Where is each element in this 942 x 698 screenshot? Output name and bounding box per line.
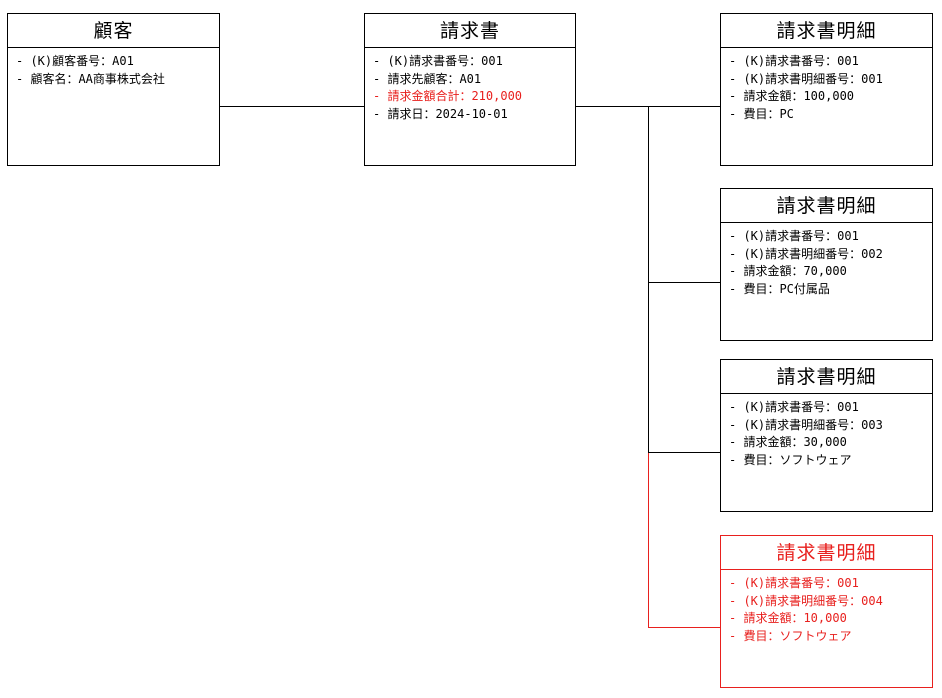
attr-detail-expense-item: - 費目：ソフトウェア — [729, 628, 852, 643]
attr-detail-expense-item: - 費目：ソフトウェア — [729, 452, 852, 467]
entity-invoice-detail-attributes: - (K)請求書番号：001 - (K)請求書明細番号：004 - 請求金額：1… — [721, 570, 932, 645]
entity-invoice-title: 請求書 — [365, 14, 575, 48]
attr-detail-amount: - 請求金額：30,000 — [729, 435, 847, 449]
attr-detail-invoice-number: - (K)請求書番号：001 — [729, 576, 859, 590]
attr-detail-expense-item: - 費目：PC — [729, 106, 794, 121]
attr-detail-invoice-number: - (K)請求書番号：001 — [729, 229, 859, 243]
attr-customer-id: - (K)顧客番号：A01 — [16, 54, 134, 68]
attr-detail-amount: - 請求金額：70,000 — [729, 264, 847, 278]
attr-invoice-number: - (K)請求書番号：001 — [373, 54, 503, 68]
attr-detail-line-number: - (K)請求書明細番号：002 — [729, 246, 883, 261]
attr-invoice-date: - 請求日：2024-10-01 — [373, 106, 508, 121]
entity-invoice-detail-1[interactable]: 請求書明細 - (K)請求書番号：001 - (K)請求書明細番号：001 - … — [720, 13, 933, 166]
entity-invoice-detail-title: 請求書明細 — [721, 189, 932, 223]
entity-invoice-detail-attributes: - (K)請求書番号：001 - (K)請求書明細番号：001 - 請求金額：1… — [721, 48, 932, 123]
entity-invoice-detail-title: 請求書明細 — [721, 536, 932, 570]
attr-detail-invoice-number: - (K)請求書番号：001 — [729, 54, 859, 68]
attr-detail-line-number: - (K)請求書明細番号：001 — [729, 71, 883, 86]
attr-detail-amount: - 請求金額：100,000 — [729, 89, 855, 103]
entity-invoice-detail-3[interactable]: 請求書明細 - (K)請求書番号：001 - (K)請求書明細番号：003 - … — [720, 359, 933, 512]
entity-invoice-detail-attributes: - (K)請求書番号：001 - (K)請求書明細番号：002 - 請求金額：7… — [721, 223, 932, 298]
attr-detail-line-number: - (K)請求書明細番号：004 — [729, 593, 883, 608]
entity-invoice-detail-attributes: - (K)請求書番号：001 - (K)請求書明細番号：003 - 請求金額：3… — [721, 394, 932, 469]
attr-detail-invoice-number: - (K)請求書番号：001 — [729, 400, 859, 414]
entity-invoice-detail-title: 請求書明細 — [721, 360, 932, 394]
entity-invoice-attributes: - (K)請求書番号：001 - 請求先顧客：A01 - 請求金額合計：210,… — [365, 48, 575, 123]
attr-invoice-total: - 請求金額合計：210,000 — [373, 89, 523, 103]
entity-customer-title: 顧客 — [8, 14, 219, 48]
attr-invoice-customer: - 請求先顧客：A01 — [373, 71, 482, 86]
entity-invoice-detail-4-highlighted[interactable]: 請求書明細 - (K)請求書番号：001 - (K)請求書明細番号：004 - … — [720, 535, 933, 688]
entity-invoice-detail-title: 請求書明細 — [721, 14, 932, 48]
entity-invoice[interactable]: 請求書 - (K)請求書番号：001 - 請求先顧客：A01 - 請求金額合計：… — [364, 13, 576, 166]
attr-detail-expense-item: - 費目：PC付属品 — [729, 281, 830, 296]
attr-customer-name: - 顧客名：AA商事株式会社 — [16, 71, 165, 86]
entity-invoice-detail-2[interactable]: 請求書明細 - (K)請求書番号：001 - (K)請求書明細番号：002 - … — [720, 188, 933, 341]
entity-customer-attributes: - (K)顧客番号：A01 - 顧客名：AA商事株式会社 — [8, 48, 219, 88]
attr-detail-amount: - 請求金額：10,000 — [729, 611, 847, 625]
attr-detail-line-number: - (K)請求書明細番号：003 — [729, 417, 883, 432]
entity-customer[interactable]: 顧客 - (K)顧客番号：A01 - 顧客名：AA商事株式会社 — [7, 13, 220, 166]
